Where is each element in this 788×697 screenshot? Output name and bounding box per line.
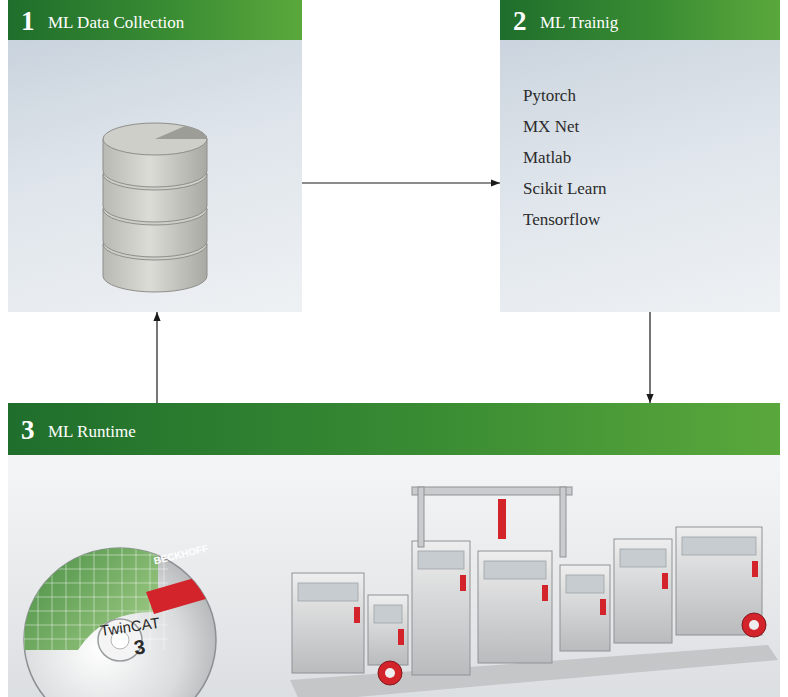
- illustration-part: [24, 485, 25, 650]
- header-band: 3ML Runtime: [8, 403, 780, 455]
- illustration-part: [18, 555, 168, 556]
- illustration-part: [18, 499, 168, 500]
- machine-module: [412, 541, 470, 675]
- framework-item: Matlab: [523, 148, 571, 168]
- machine-window: [484, 561, 546, 579]
- machine-module: [560, 565, 610, 651]
- red-accent: [542, 585, 548, 601]
- machine-window: [566, 575, 604, 593]
- runtime-illustration: [8, 455, 780, 697]
- disc-print: [18, 485, 216, 650]
- machine-module: [614, 539, 672, 643]
- machine-module: [368, 595, 408, 665]
- step-title: ML Runtime: [48, 406, 136, 458]
- machine-window: [682, 537, 756, 555]
- framework-item: Scikit Learn: [523, 179, 607, 199]
- database-icon: [8, 40, 302, 312]
- red-accent: [662, 573, 668, 589]
- gantry: [412, 487, 572, 495]
- machine-window: [418, 551, 464, 569]
- red-accent: [752, 561, 758, 577]
- machine-window: [620, 549, 666, 567]
- illustration-part: [18, 597, 168, 598]
- red-accent: [354, 607, 360, 623]
- process-box: 1 ML Data Collection: [8, 0, 302, 312]
- framework-item: MX Net: [523, 117, 579, 137]
- step-title: ML Trainig: [540, 3, 618, 43]
- machine-module: [478, 551, 552, 663]
- step-number: 3: [21, 404, 35, 456]
- flow-arrow: [649, 312, 650, 403]
- gantry-post: [560, 487, 566, 557]
- cable-reel: [742, 613, 766, 637]
- illustration-part: [18, 569, 168, 570]
- brand-band: [146, 574, 216, 614]
- cable-reel-hub: [749, 620, 759, 630]
- flow-arrow: [156, 312, 157, 403]
- illustration-part: [18, 485, 168, 486]
- framework-item: Pytorch: [523, 86, 576, 106]
- illustration-part: [18, 583, 168, 584]
- machine-module: [292, 573, 364, 673]
- illustration-part: [18, 513, 168, 514]
- machine-window: [298, 583, 358, 601]
- framework-item: Tensorflow: [523, 210, 600, 230]
- database-tier-top: [103, 123, 207, 155]
- gantry-post: [418, 487, 424, 547]
- database-slice: [155, 126, 207, 139]
- step-number: 2: [513, 1, 527, 41]
- cable-reel: [378, 661, 402, 685]
- header-band: 1 ML Data Collection: [8, 0, 302, 40]
- illustration-part: [18, 527, 168, 528]
- robot-arm: [498, 499, 506, 539]
- header-band: 2 ML Trainig: [500, 0, 780, 40]
- process-box: 3ML Runtime: [8, 403, 780, 697]
- red-accent: [600, 599, 606, 615]
- step-title: ML Data Collection: [48, 3, 184, 43]
- process-box: 2 ML TrainigPytorch MX NetMatlabScikit Lea…: [500, 0, 780, 312]
- red-accent: [398, 629, 404, 645]
- machine-window: [374, 605, 402, 623]
- flow-arrow: [302, 182, 500, 183]
- box-body: [500, 40, 780, 312]
- illustration-part: [18, 639, 168, 640]
- red-accent: [460, 575, 466, 591]
- step-number: 1: [21, 1, 35, 41]
- cable-reel-hub: [385, 668, 395, 678]
- illustration-part: [18, 611, 168, 612]
- illustration-part: [18, 541, 168, 542]
